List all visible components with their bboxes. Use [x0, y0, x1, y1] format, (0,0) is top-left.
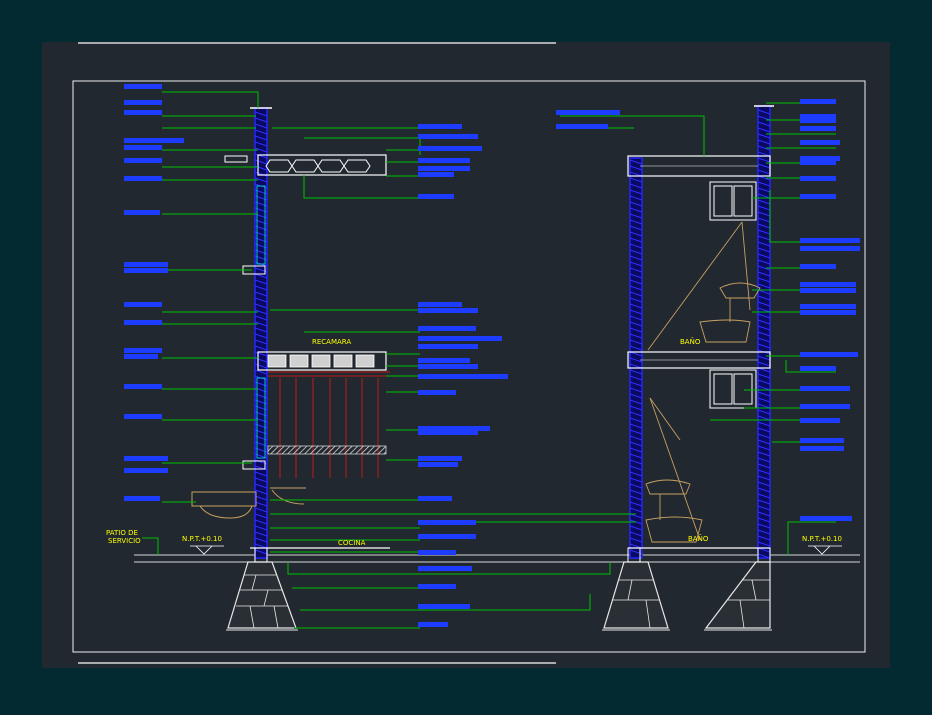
level-marker-left — [190, 545, 224, 555]
bath-fixtures — [645, 221, 761, 543]
counter-hatch — [267, 445, 387, 455]
annotation-blocks — [124, 84, 860, 627]
roof-slab-left — [224, 154, 387, 176]
npt-label-left: N.P.T.+0.10 — [182, 535, 222, 543]
cocina-label: COCINA — [338, 539, 366, 547]
kitchen-cabinet-elevation — [268, 371, 390, 478]
recamara-label: RECAMARA — [312, 338, 351, 346]
floor-slab-left — [257, 351, 387, 371]
left-section — [191, 107, 390, 631]
bath-window-lower — [709, 369, 757, 409]
lower-window — [256, 377, 266, 459]
patio-label-line1: PATIO DE — [106, 529, 138, 537]
npt-label-right: N.P.T.+0.10 — [802, 535, 842, 543]
room-labels: PATIO DE SERVICIO N.P.T.+0.10 N.P.T.+0.1… — [106, 337, 842, 547]
drawing-frame — [72, 80, 866, 653]
upper-window — [256, 185, 266, 265]
floor-slab-right — [627, 351, 771, 369]
bano-lower-label: BAÑO — [688, 534, 709, 543]
right-section — [602, 105, 774, 631]
patio-label-line2: SERVICIO — [108, 537, 141, 545]
level-marker-right — [808, 545, 842, 555]
bath-window-upper — [709, 181, 757, 221]
bano-upper-label: BAÑO — [680, 337, 701, 346]
roof-slab-right — [627, 155, 771, 177]
